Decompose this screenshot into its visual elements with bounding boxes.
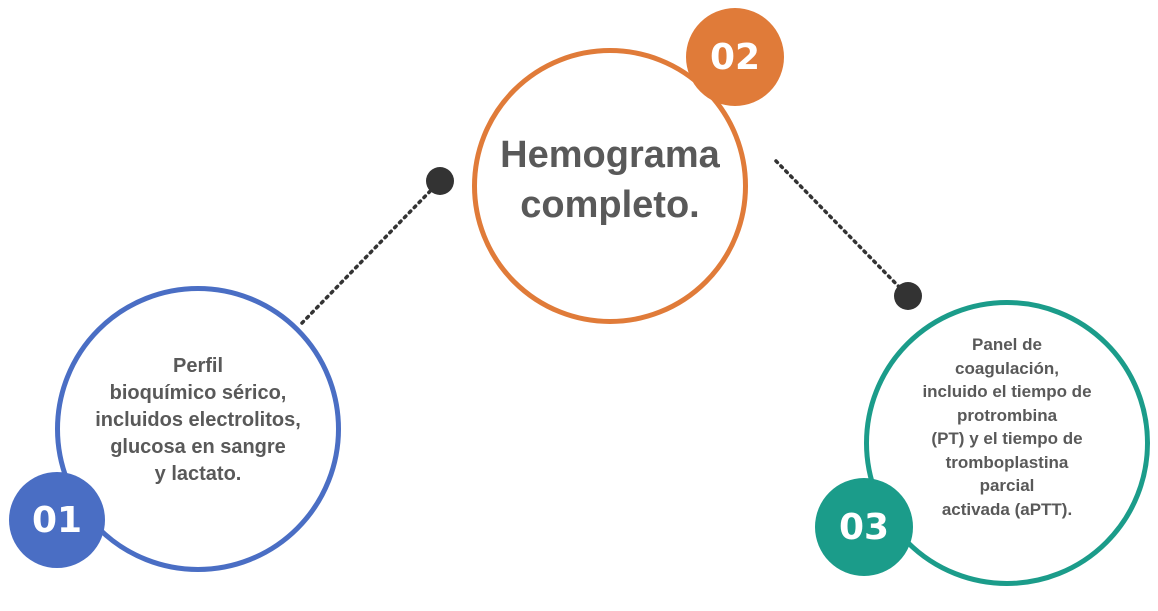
connector-dot-left [426,167,454,195]
step-02-line: Hemograma [500,134,720,176]
step-03-line: incluido el tiempo de [922,382,1092,401]
step-02-text: Hemograma completo. [480,120,740,240]
step-03-line: (PT) y el tiempo de [931,429,1083,448]
step-03-line: coagulación, [955,358,1059,378]
step-03-circle [864,300,1150,586]
step-01-line: glucosa en sangre [110,435,286,458]
step-03-line: activada (aPTT). [941,499,1073,519]
step-03-badge: 03 [815,478,913,576]
step-01-line: y lactato. [154,462,242,485]
step-02-line: completo. [520,184,700,226]
connector-line-right [774,159,910,298]
connector-line-left [300,179,442,325]
connector-dot-right [894,282,922,310]
step-02-badge: 02 [686,8,784,106]
step-03-line: Panel de [972,335,1042,354]
step-03-line: protrombina [956,405,1058,425]
step-03-text: Panel de coagulación, incluido el tiempo… [868,314,1146,540]
step-03-line: parcial [979,476,1035,495]
step-01-badge: 01 [9,472,105,568]
step-01-line: Perfil [172,354,224,377]
step-01-text: Perfil bioquímico sérico, incluidos elec… [60,340,336,500]
step-03-line: tromboplastina [945,452,1069,472]
step-01-line: incluidos electrolitos, [95,408,301,431]
step-01-line: bioquímico sérico, [109,381,287,404]
